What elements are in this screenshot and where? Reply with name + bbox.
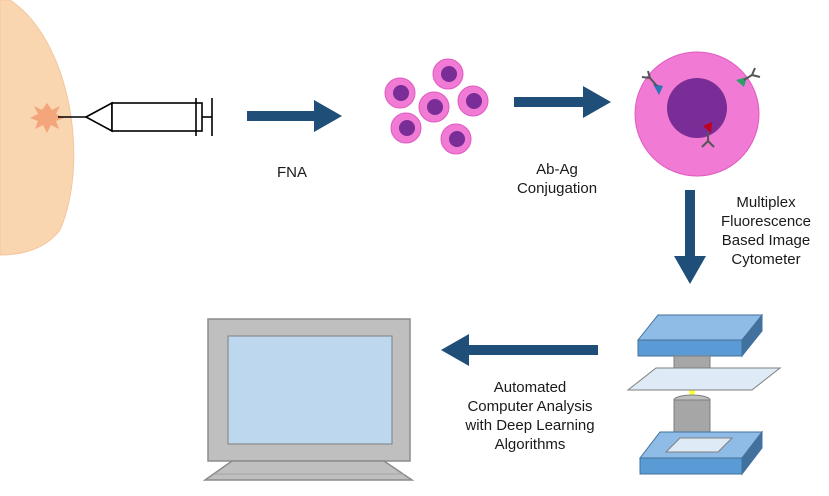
antibody-blue-icon [641, 70, 663, 95]
arrow-cytometer [674, 190, 706, 284]
cell-cluster [384, 58, 489, 155]
cell [432, 58, 464, 90]
labeled-cell [634, 51, 760, 177]
label-fna: FNA [277, 164, 307, 181]
lesion-icon [30, 103, 64, 133]
arrow-analysis [441, 334, 598, 366]
cell [457, 85, 489, 117]
cell [418, 91, 450, 123]
syringe-icon [58, 98, 213, 136]
arrow-fna [247, 100, 342, 132]
label-ab-ag-conjugation: Ab-Ag Conjugation [516, 161, 598, 197]
cytometer-icon [626, 313, 782, 476]
label-cytometer: Multiplex Fluorescence Based Image Cytom… [720, 194, 812, 268]
cell [440, 123, 472, 155]
arrow-conjugation [514, 86, 611, 118]
label-computer-analysis: Automated Computer Analysis with Deep Le… [465, 379, 595, 453]
antibody-green-icon [736, 67, 761, 87]
cell [390, 112, 422, 144]
antibody-red-icon [701, 122, 715, 148]
cell [384, 77, 416, 109]
monitor-icon [202, 318, 415, 481]
